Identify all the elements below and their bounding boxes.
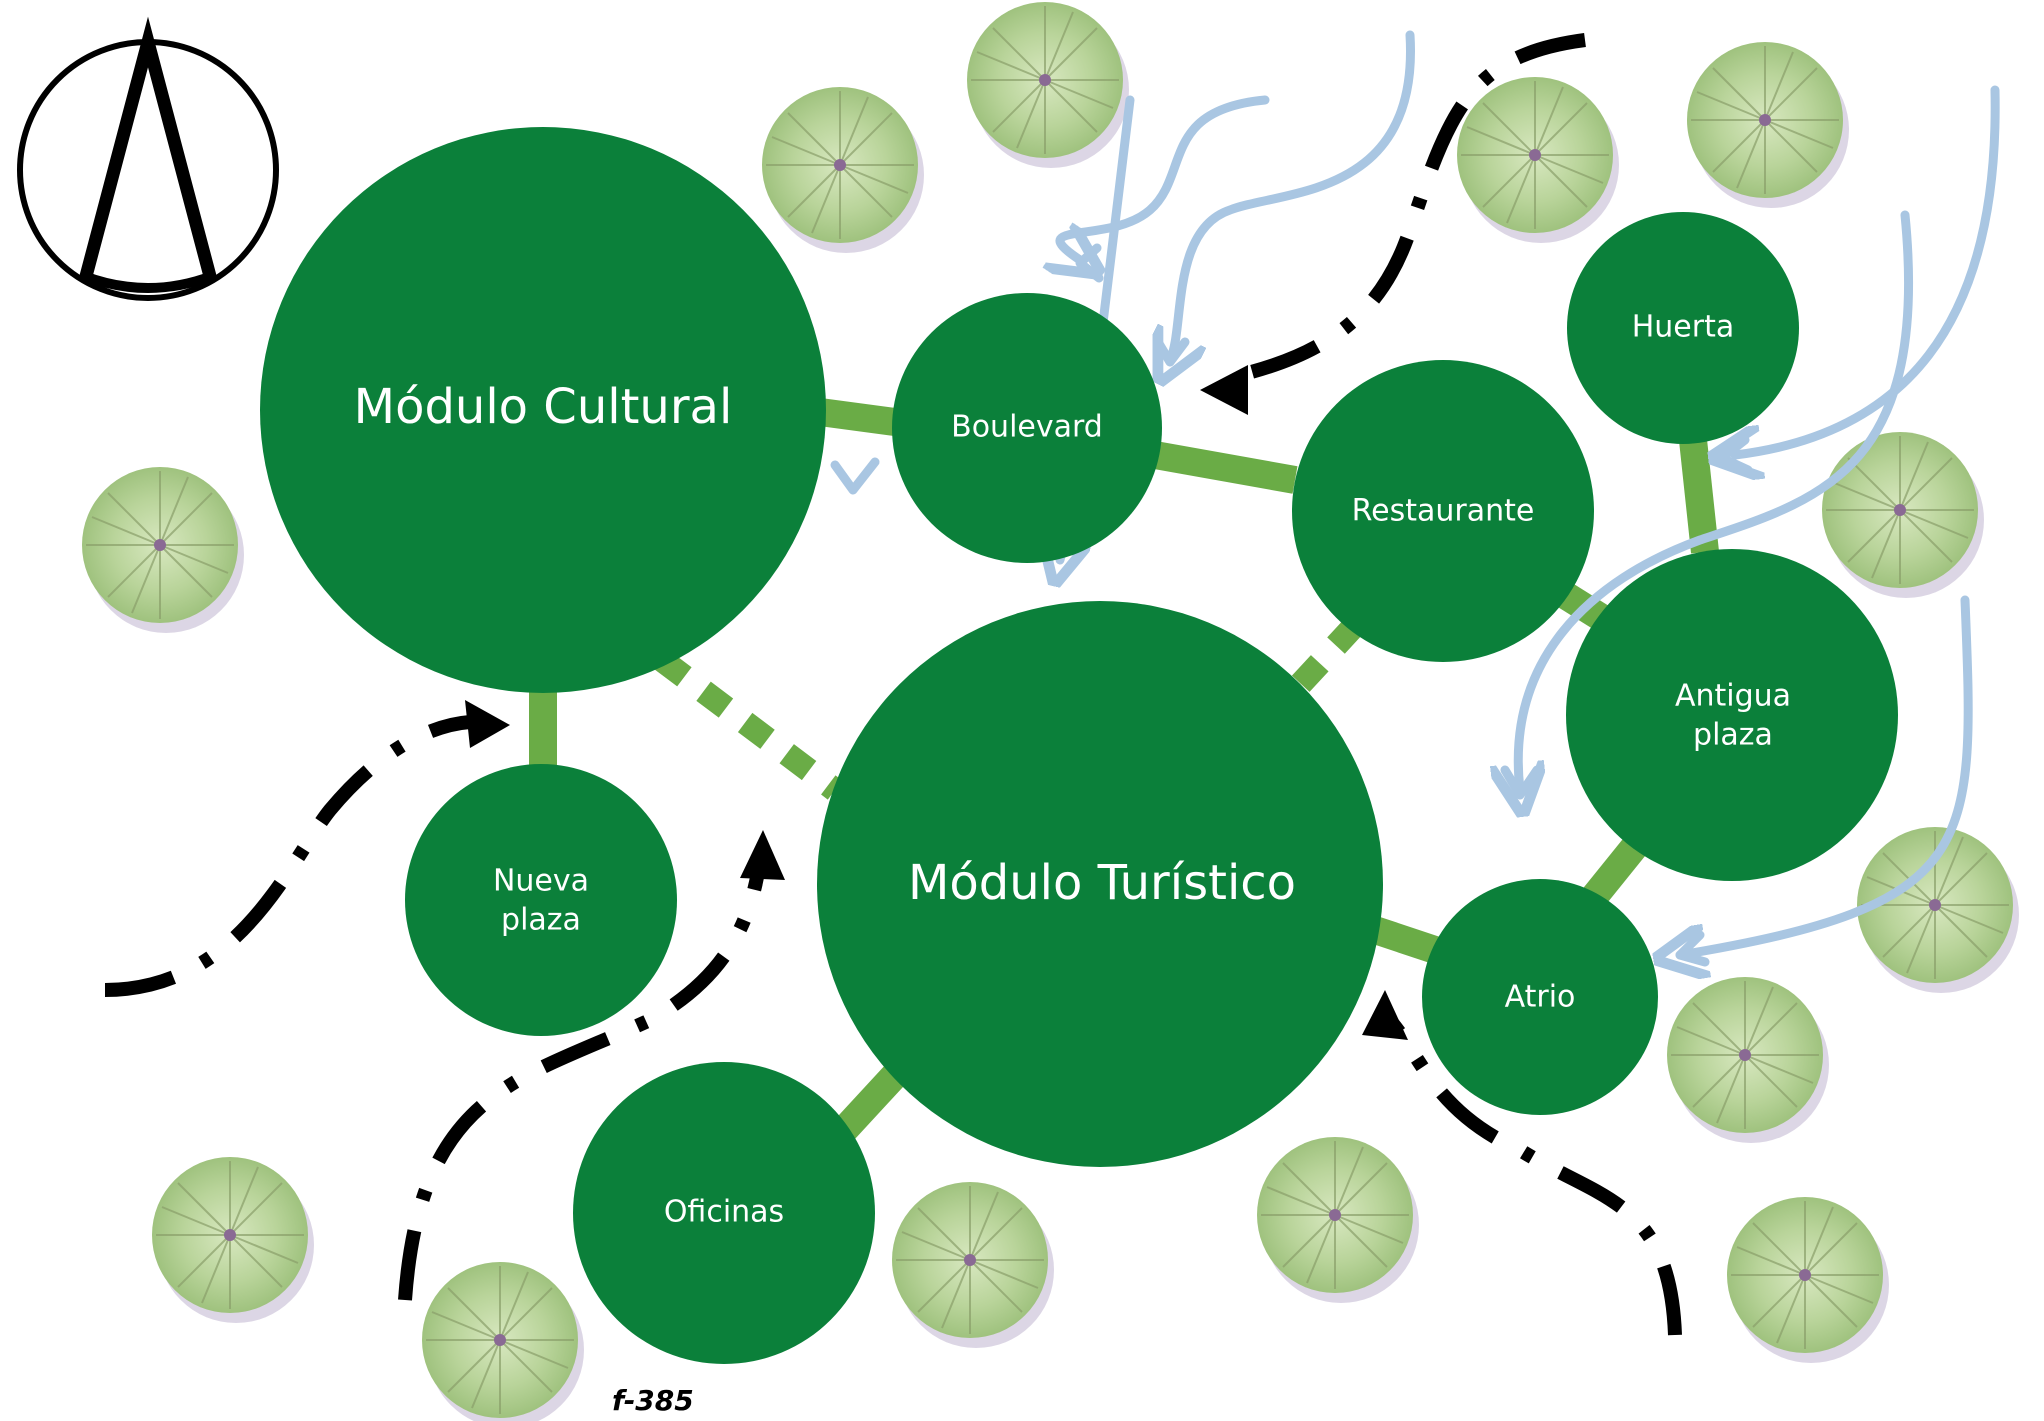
wind-arrow-heads [830, 243, 1753, 967]
node-oficinas [573, 1062, 875, 1364]
node-nueva-plaza [405, 764, 677, 1036]
tree-icon [1686, 41, 1850, 209]
label-antigua-plaza-line2: plaza [1693, 718, 1773, 753]
connector-antigua-atrio [1579, 831, 1651, 911]
north-arrow-icon [17, 16, 279, 301]
node-labels: Módulo Cultural Boulevard Restaurante Hu… [354, 310, 1791, 1230]
access-path [1238, 33, 1586, 382]
tree-icon [891, 1181, 1055, 1349]
tree-icon [1821, 431, 1985, 599]
label-modulo-turistico: Módulo Turístico [908, 855, 1296, 911]
wind-arrow [1735, 85, 2000, 455]
label-nueva-plaza-line1: Nueva [493, 864, 589, 899]
label-boulevard: Boulevard [951, 410, 1103, 445]
figure-label: f-385 [612, 1384, 694, 1417]
connector-boulevard-restaurante [1152, 441, 1298, 494]
wind-arrow [1518, 210, 1914, 790]
access-arrow-icon [1200, 365, 1248, 415]
tree-icon [1456, 76, 1620, 244]
tree-icon [81, 466, 245, 634]
access-path [1379, 1010, 1682, 1336]
node-antigua-plaza [1566, 549, 1898, 881]
tree-icon [966, 1, 1130, 169]
wind-arrowhead-icon [1500, 765, 1542, 800]
connector-turistico-atrio [1370, 916, 1440, 964]
wind-arrow [1680, 595, 1973, 955]
dashed-connectors [654, 616, 1364, 800]
access-arrow-icon [740, 830, 785, 880]
tree-icon [1256, 1136, 1420, 1304]
access-arrow-icon [1362, 990, 1408, 1040]
wind-arrowhead-icon [830, 457, 880, 495]
label-modulo-cultural: Módulo Cultural [354, 379, 733, 435]
label-atrio: Atrio [1505, 980, 1576, 1015]
tree-icon [151, 1156, 315, 1324]
access-arrowheads [465, 365, 1408, 1040]
access-paths [104, 33, 1682, 1336]
access-path [398, 859, 767, 1301]
tree-icon [761, 86, 925, 254]
label-restaurante: Restaurante [1352, 494, 1535, 529]
wind-arrowhead-icon [1153, 337, 1190, 367]
nodes [260, 127, 1898, 1364]
tree-icon [1666, 976, 1830, 1144]
node-atrio [1422, 879, 1658, 1115]
wind-arrowhead-icon [1675, 930, 1710, 967]
node-restaurante [1292, 360, 1594, 662]
wind-arrow [1060, 95, 1270, 260]
label-huerta: Huerta [1632, 310, 1735, 345]
node-modulo-cultural [260, 127, 826, 693]
wind-arrow [1170, 30, 1415, 360]
dashed-connector-restaurante-turistico [1286, 616, 1364, 699]
connectors [529, 398, 1719, 1150]
connector-huerta-antigua [1679, 438, 1719, 554]
dashed-connector-cultural-turistico [654, 650, 843, 800]
access-arrow-icon [465, 700, 510, 748]
label-oficinas: Oficinas [664, 1195, 784, 1230]
wind-arrowhead-icon [1717, 435, 1753, 475]
node-boulevard [892, 293, 1162, 563]
node-huerta [1567, 212, 1799, 444]
label-nueva-plaza-line2: plaza [501, 903, 581, 938]
tree-icon [421, 1261, 585, 1421]
connector-cultural-boulevard [818, 398, 897, 436]
node-modulo-turistico [817, 601, 1383, 1167]
label-antigua-plaza-line1: Antigua [1675, 679, 1791, 714]
tree-icon [1726, 1196, 1890, 1364]
wind-arrowhead-icon [1075, 243, 1104, 283]
